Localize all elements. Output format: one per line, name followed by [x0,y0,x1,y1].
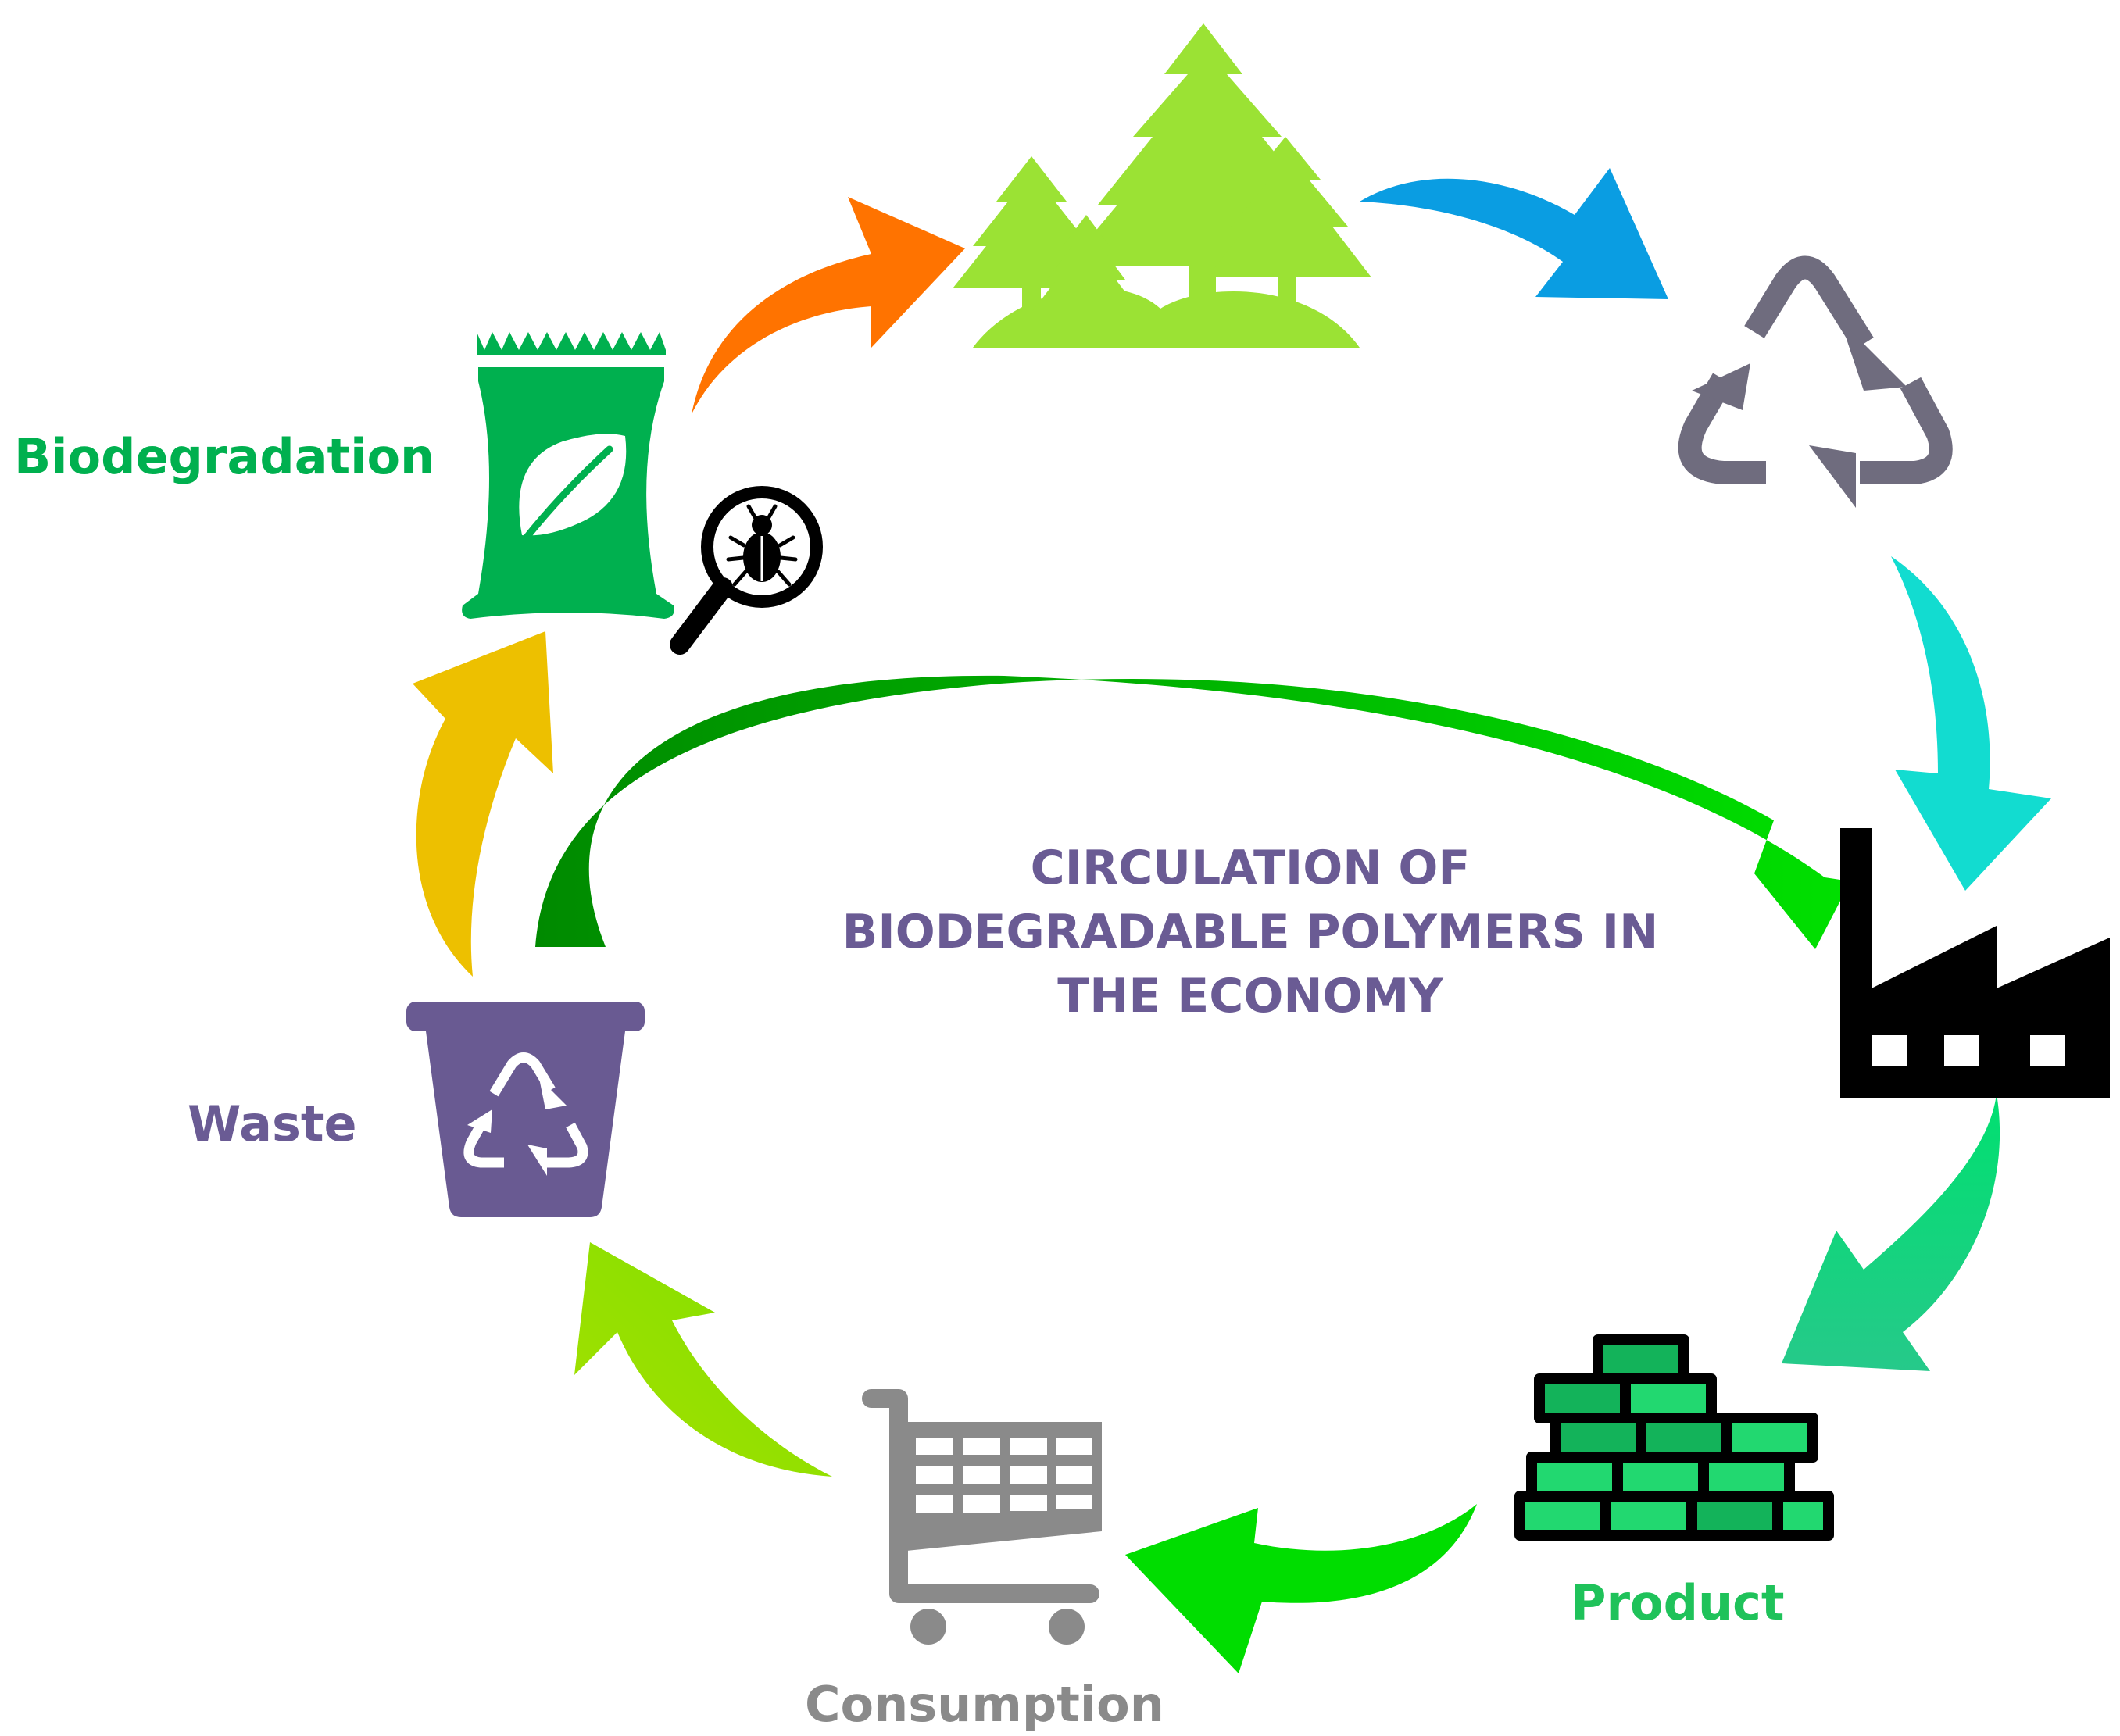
leaf-icon [519,434,627,543]
arrow-forest-to-recycle [1360,168,1668,299]
label-waste: Waste [188,1095,357,1152]
forest-icon [953,23,1371,348]
arrow-consumption-to-waste [574,1242,832,1477]
shopping-cart-icon [862,1389,1102,1645]
magnifier-bug-icon [670,486,823,655]
bricks-icon [1514,1334,1834,1541]
recycle-icon [1678,255,1953,484]
title-line-1: CIRCULATION OF [1030,841,1471,895]
factory-icon [1840,828,2110,1098]
label-product: Product [1571,1574,1785,1631]
title-line-2: BIODEGRADABLE POLYMERS IN [842,905,1659,959]
label-biodegradation: Biodegradation [14,428,435,485]
diagram-title: CIRCULATION OF BIODEGRADABLE POLYMERS IN… [781,836,1719,1028]
compost-bag-icon [462,332,674,619]
arrow-waste-to-biodegradation [413,631,553,977]
arrow-recycle-to-factory [1891,556,2051,891]
arrow-waste-to-factory-center [535,675,1850,949]
arrow-biodegradation-to-forest [692,197,965,414]
waste-bin-icon [406,1002,645,1217]
arrow-factory-to-product [1782,1094,2000,1371]
label-consumption: Consumption [805,1676,1164,1733]
arrow-product-to-consumption [1125,1504,1477,1673]
bug-icon [726,504,798,587]
title-line-3: THE ECONOMY [1057,969,1443,1023]
